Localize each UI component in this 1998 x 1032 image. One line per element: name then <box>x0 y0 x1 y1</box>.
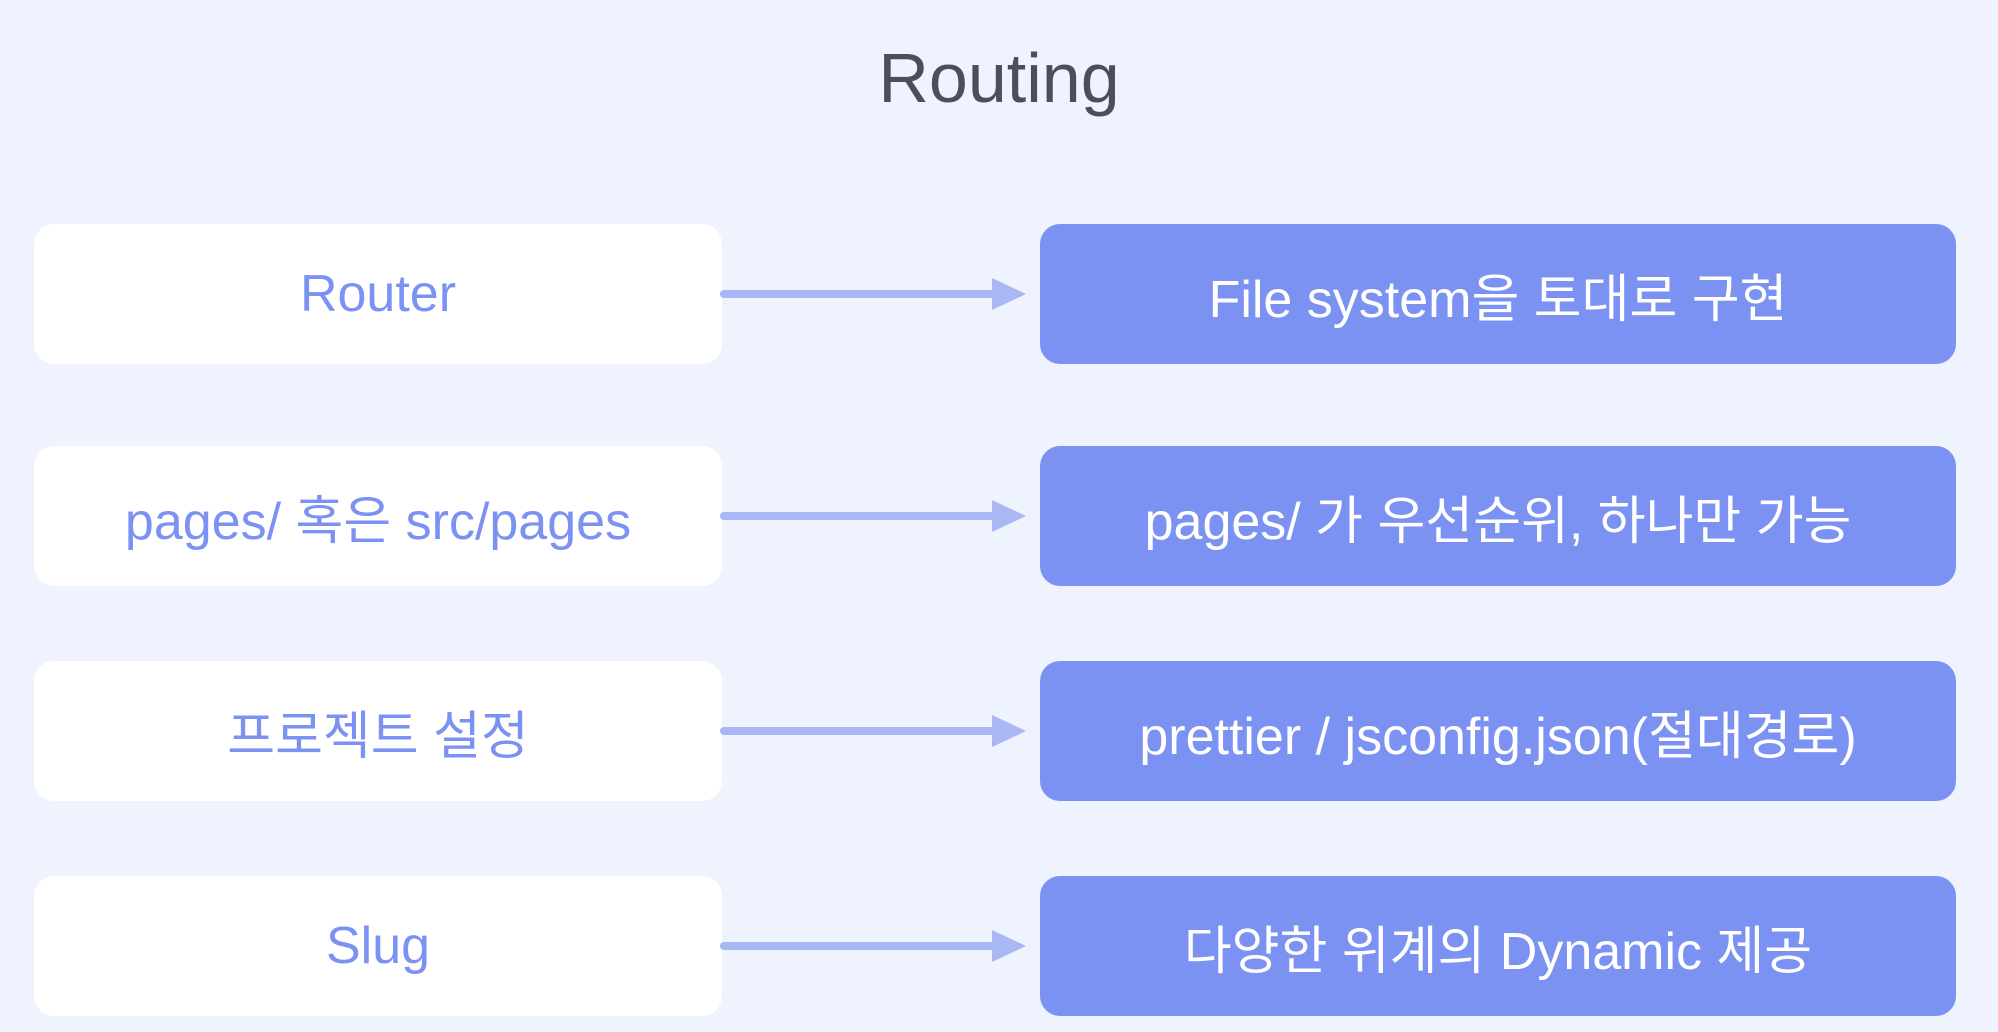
row-router: Router File system을 토대로 구현 <box>0 224 1998 364</box>
right-box-slug: 다양한 위계의 Dynamic 제공 <box>1040 876 1956 1016</box>
left-box-slug: Slug <box>34 876 722 1016</box>
left-box-pages: pages/ 혹은 src/pages <box>34 446 722 586</box>
right-box-router: File system을 토대로 구현 <box>1040 224 1956 364</box>
arrow-icon <box>720 930 1026 962</box>
row-slug: Slug 다양한 위계의 Dynamic 제공 <box>0 876 1998 1016</box>
row-project-settings: 프로젝트 설정 prettier / jsconfig.json(절대경로) <box>0 661 1998 801</box>
diagram-title: Routing <box>878 39 1120 117</box>
row-pages: pages/ 혹은 src/pages pages/ 가 우선순위, 하나만 가… <box>0 446 1998 586</box>
arrow-icon <box>720 500 1026 532</box>
arrow-icon <box>720 715 1026 747</box>
left-box-project-settings: 프로젝트 설정 <box>34 661 722 801</box>
right-box-project-settings: prettier / jsconfig.json(절대경로) <box>1040 661 1956 801</box>
arrow-icon <box>720 278 1026 310</box>
right-box-pages: pages/ 가 우선순위, 하나만 가능 <box>1040 446 1956 586</box>
left-box-router: Router <box>34 224 722 364</box>
